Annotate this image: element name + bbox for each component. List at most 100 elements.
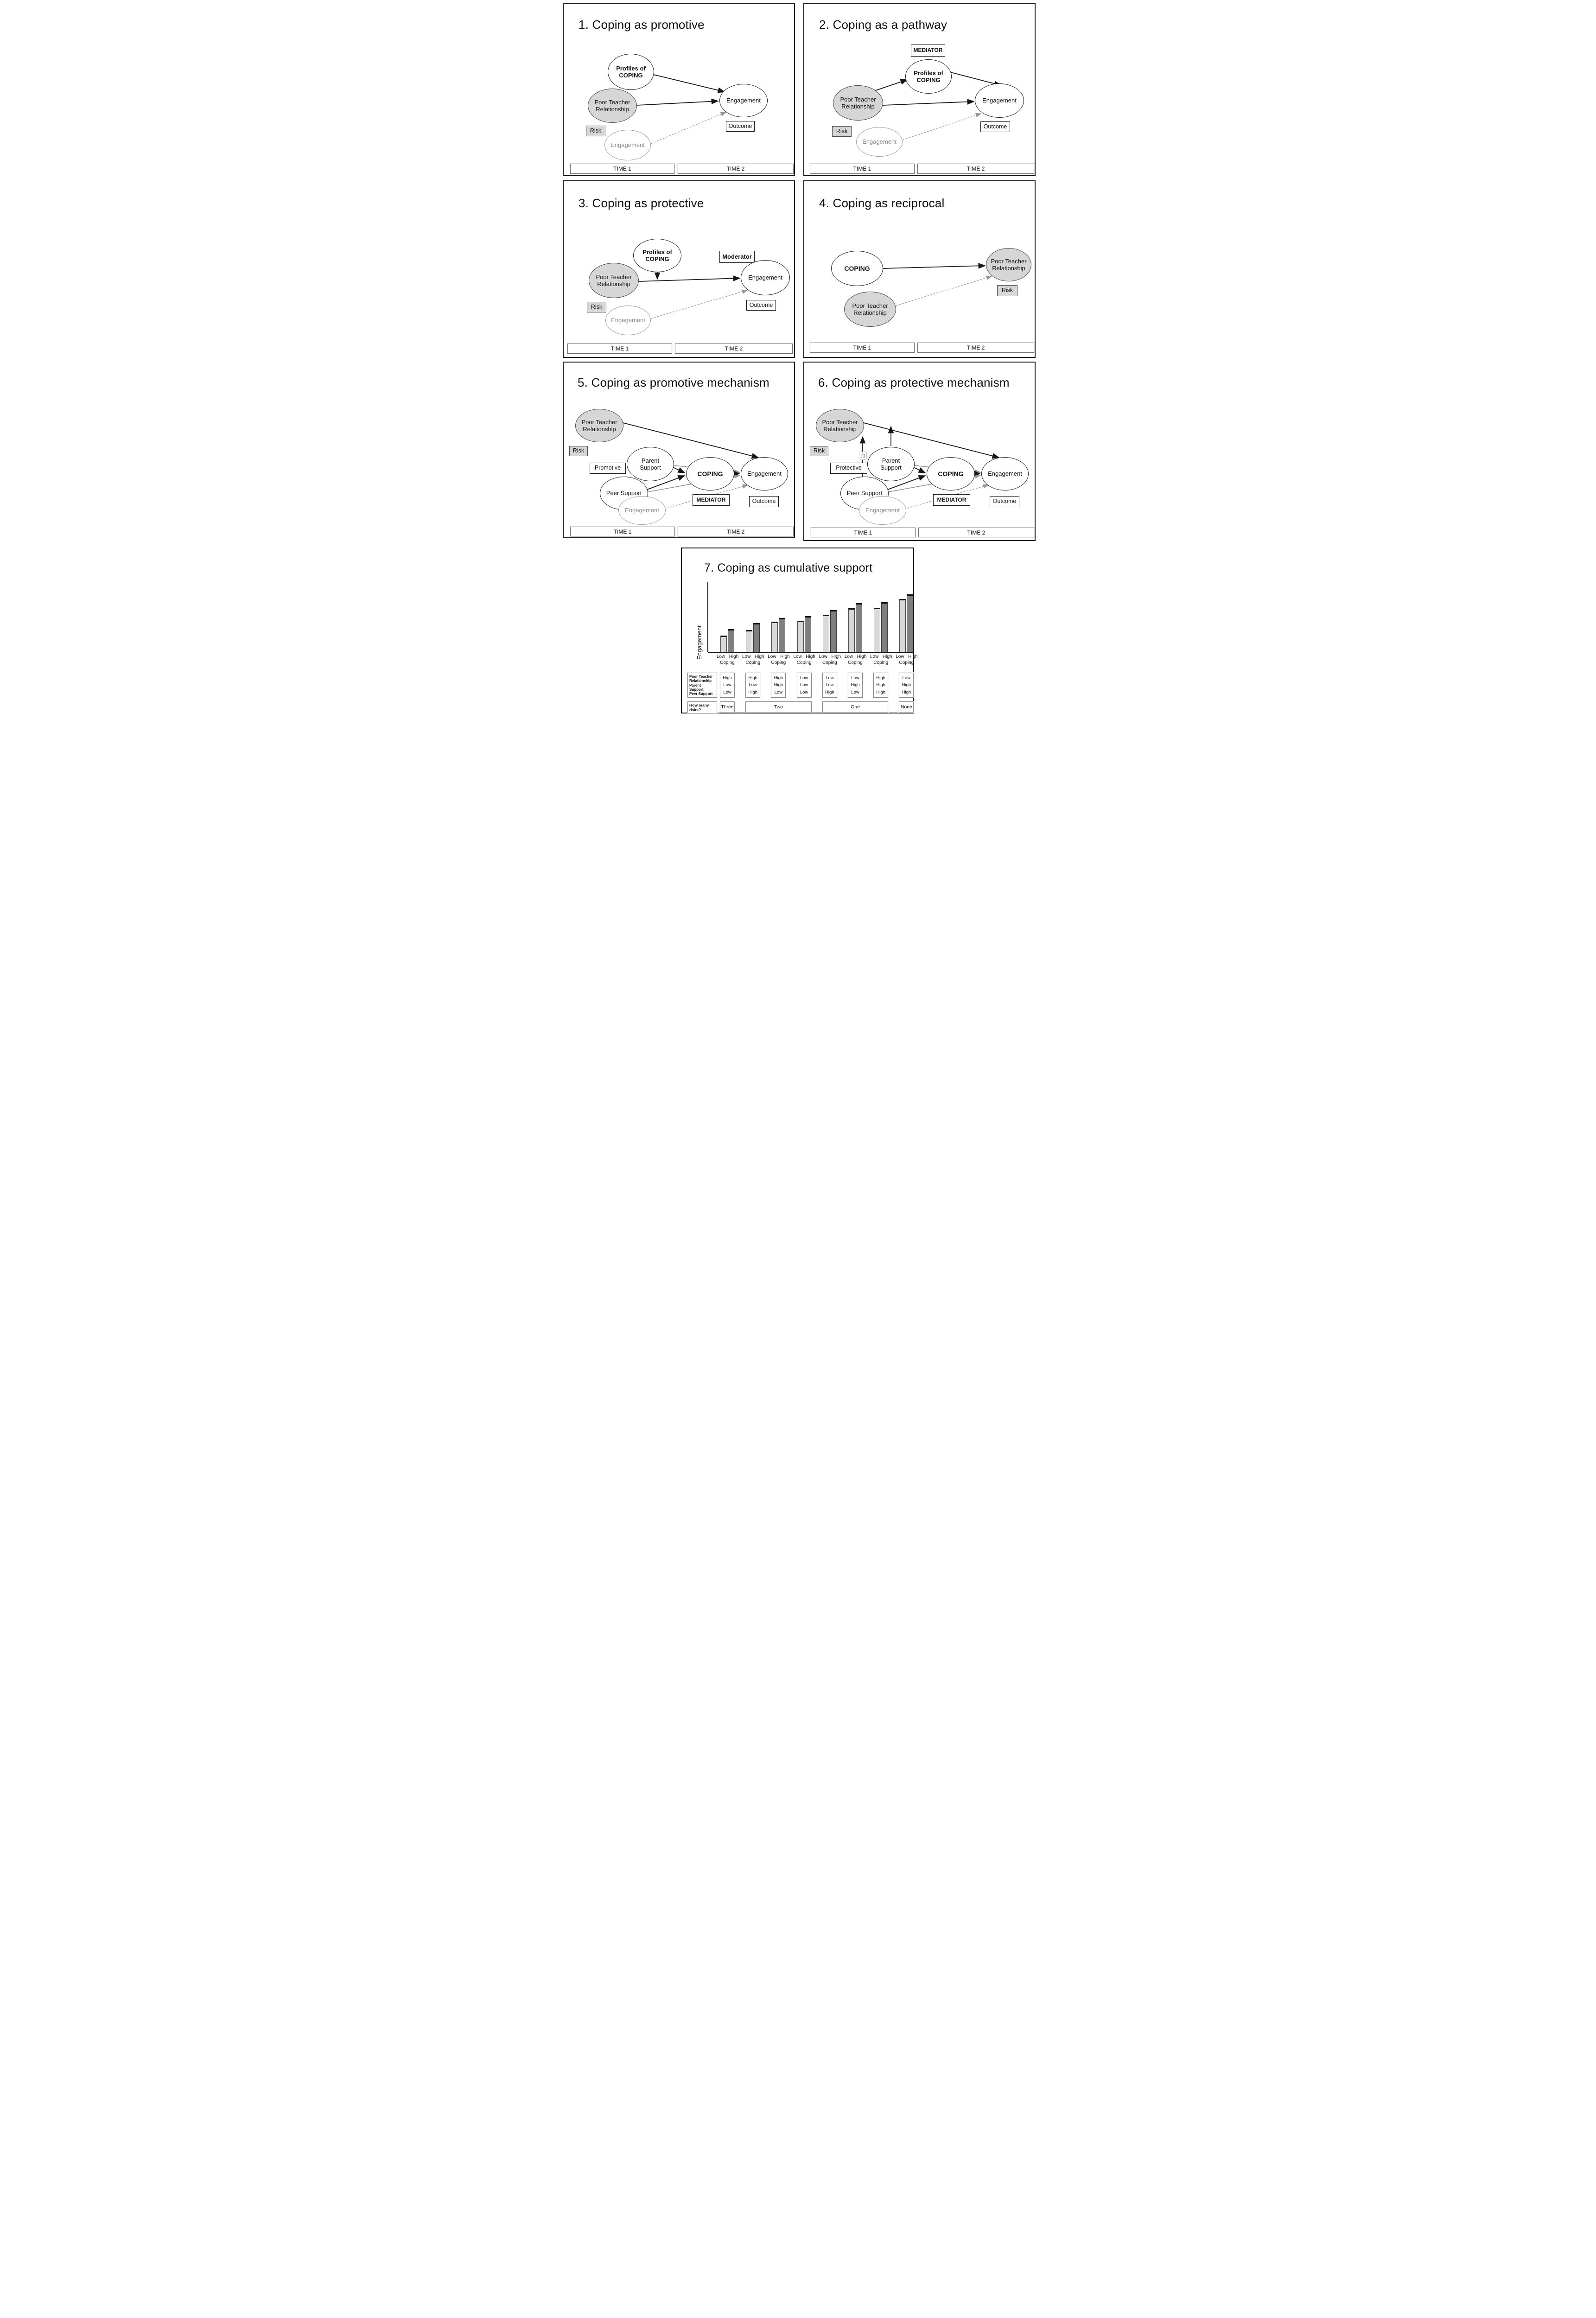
- risk-count-box: Three: [720, 701, 735, 713]
- bar-high-coping: [830, 610, 837, 652]
- node-profiles-of-coping: Profiles of COPING: [633, 239, 681, 272]
- condition-value: High: [774, 675, 783, 681]
- panel-2-title: 2. Coping as a pathway: [819, 18, 947, 32]
- x-label-low: Low: [768, 654, 776, 659]
- x-label-high: High: [780, 654, 790, 659]
- time2-band: TIME 2: [678, 164, 794, 174]
- panel-4-coping-as-reciprocal: 4. Coping as reciprocal COPING Poor Teac…: [803, 180, 1036, 358]
- panel-6-arrows-layer: [859, 422, 1000, 509]
- node-poor-teacher-relationship-t2: Poor Teacher Relationship: [986, 248, 1031, 281]
- panel-5-title: 5. Coping as promotive mechanism: [578, 376, 769, 389]
- node-coping: COPING: [927, 457, 975, 490]
- protective-tag: Protective: [830, 463, 867, 474]
- mediator-tag: MEDIATOR: [911, 45, 945, 57]
- panel-1-coping-as-promotive: 1. Coping as promotive Profiles of COPIN…: [563, 3, 795, 176]
- condition-value: Low: [723, 689, 731, 695]
- panel-6-coping-as-protective-mechanism: 6. Coping as protective mechanism Poor T…: [803, 362, 1036, 541]
- row-label-peer: Peer Support: [689, 691, 713, 696]
- outcome-tag: Outcome: [746, 300, 776, 311]
- condition-value: High: [774, 682, 783, 688]
- time2-band: TIME 2: [678, 527, 794, 536]
- node-coping: COPING: [831, 251, 883, 286]
- panel-4-arrows-layer: [883, 263, 992, 306]
- condition-value: Low: [826, 682, 834, 688]
- x-label-coping: Coping: [796, 660, 812, 665]
- time1-band: TIME 1: [567, 344, 672, 354]
- row-label-parent: Parent Support: [689, 683, 704, 692]
- bar-high-coping: [753, 623, 760, 652]
- node-engagement-t1: Engagement: [604, 130, 651, 160]
- bar-low-coping: [874, 608, 881, 652]
- condition-value: Low: [826, 675, 834, 681]
- condition-value: High: [748, 689, 757, 695]
- bar-low-coping: [822, 615, 829, 652]
- risk-count-box: None: [899, 701, 914, 713]
- panel-2-coping-as-pathway: 2. Coping as a pathway MEDIATOR Profiles…: [803, 3, 1036, 176]
- x-label-coping: Coping: [720, 660, 735, 665]
- x-label-low: Low: [742, 654, 751, 659]
- arrow-coping-to-engagement: [973, 470, 981, 476]
- bar-high-coping: [881, 602, 888, 652]
- x-label-low: Low: [716, 654, 725, 659]
- x-label-high: High: [806, 654, 815, 659]
- x-label-low: Low: [844, 654, 853, 659]
- time1-band: TIME 1: [810, 164, 915, 174]
- node-engagement-t1: Engagement: [856, 127, 903, 157]
- bar-low-coping: [899, 599, 906, 652]
- x-label-low: Low: [896, 654, 904, 659]
- x-label-low: Low: [793, 654, 802, 659]
- bar-high-coping: [779, 618, 786, 652]
- arrow-risk-to-engagement: [636, 98, 719, 106]
- arrow-stability-dashed: [650, 112, 727, 144]
- x-label-coping: Coping: [771, 660, 786, 665]
- node-engagement-t2: Engagement: [741, 260, 790, 295]
- outcome-tag: Outcome: [726, 121, 755, 132]
- x-label-coping: Coping: [745, 660, 761, 665]
- risk-tag: Risk: [810, 446, 828, 456]
- bar-low-coping: [797, 621, 804, 652]
- node-coping: COPING: [686, 457, 734, 490]
- node-parent-support: Parent Support: [627, 447, 674, 481]
- mediator-tag: MEDIATOR: [693, 494, 730, 506]
- arrow-risk-to-engagement: [638, 275, 741, 282]
- arrow-coping-to-engagement: [732, 470, 740, 476]
- risk-question-box: How many risks?: [687, 701, 717, 713]
- condition-value: Low: [749, 682, 757, 688]
- node-parent-support: Parent Support: [867, 447, 915, 481]
- node-poor-teacher-relationship: Poor Teacher Relationship: [833, 85, 883, 121]
- node-poor-teacher-relationship: Poor Teacher Relationship: [575, 409, 623, 442]
- bar-low-coping: [771, 622, 778, 652]
- node-engagement-t1: Engagement: [605, 306, 651, 335]
- x-label-high: High: [831, 654, 841, 659]
- time1-band: TIME 1: [811, 528, 916, 537]
- outcome-tag: Outcome: [980, 121, 1010, 132]
- bar-high-coping: [804, 616, 811, 652]
- x-label-high: High: [882, 654, 892, 659]
- arrow-risk-to-engagement: [863, 422, 1000, 459]
- panel-6-title: 6. Coping as protective mechanism: [818, 376, 1010, 389]
- condition-value: Low: [774, 689, 783, 695]
- x-label-low: Low: [870, 654, 879, 659]
- risk-count-box: One: [822, 701, 889, 713]
- node-engagement-t2: Engagement: [719, 84, 768, 117]
- bar-high-coping: [856, 603, 862, 652]
- condition-value: High: [723, 675, 732, 681]
- mediator-tag: MEDIATOR: [933, 494, 970, 506]
- panel-3-coping-as-protective: 3. Coping as protective Profiles of COPI…: [563, 180, 795, 358]
- node-engagement-t1: Engagement: [859, 496, 906, 525]
- node-engagement-t2: Engagement: [741, 457, 788, 490]
- time1-band: TIME 1: [570, 527, 675, 536]
- node-poor-teacher-relationship: Poor Teacher Relationship: [816, 409, 864, 442]
- arrow-peer-to-coping: [887, 475, 926, 490]
- outcome-tag: Outcome: [749, 496, 779, 507]
- row-label-ptr: Poor Teacher Relationship: [689, 675, 713, 683]
- panel-3-arrows-layer: [638, 272, 748, 319]
- risk-tag: Risk: [997, 285, 1017, 296]
- x-label-high: High: [857, 654, 867, 659]
- arrow-risk-to-engagement: [623, 422, 759, 459]
- time1-band: TIME 1: [570, 164, 674, 174]
- panel-7-axes-layer: [707, 582, 914, 653]
